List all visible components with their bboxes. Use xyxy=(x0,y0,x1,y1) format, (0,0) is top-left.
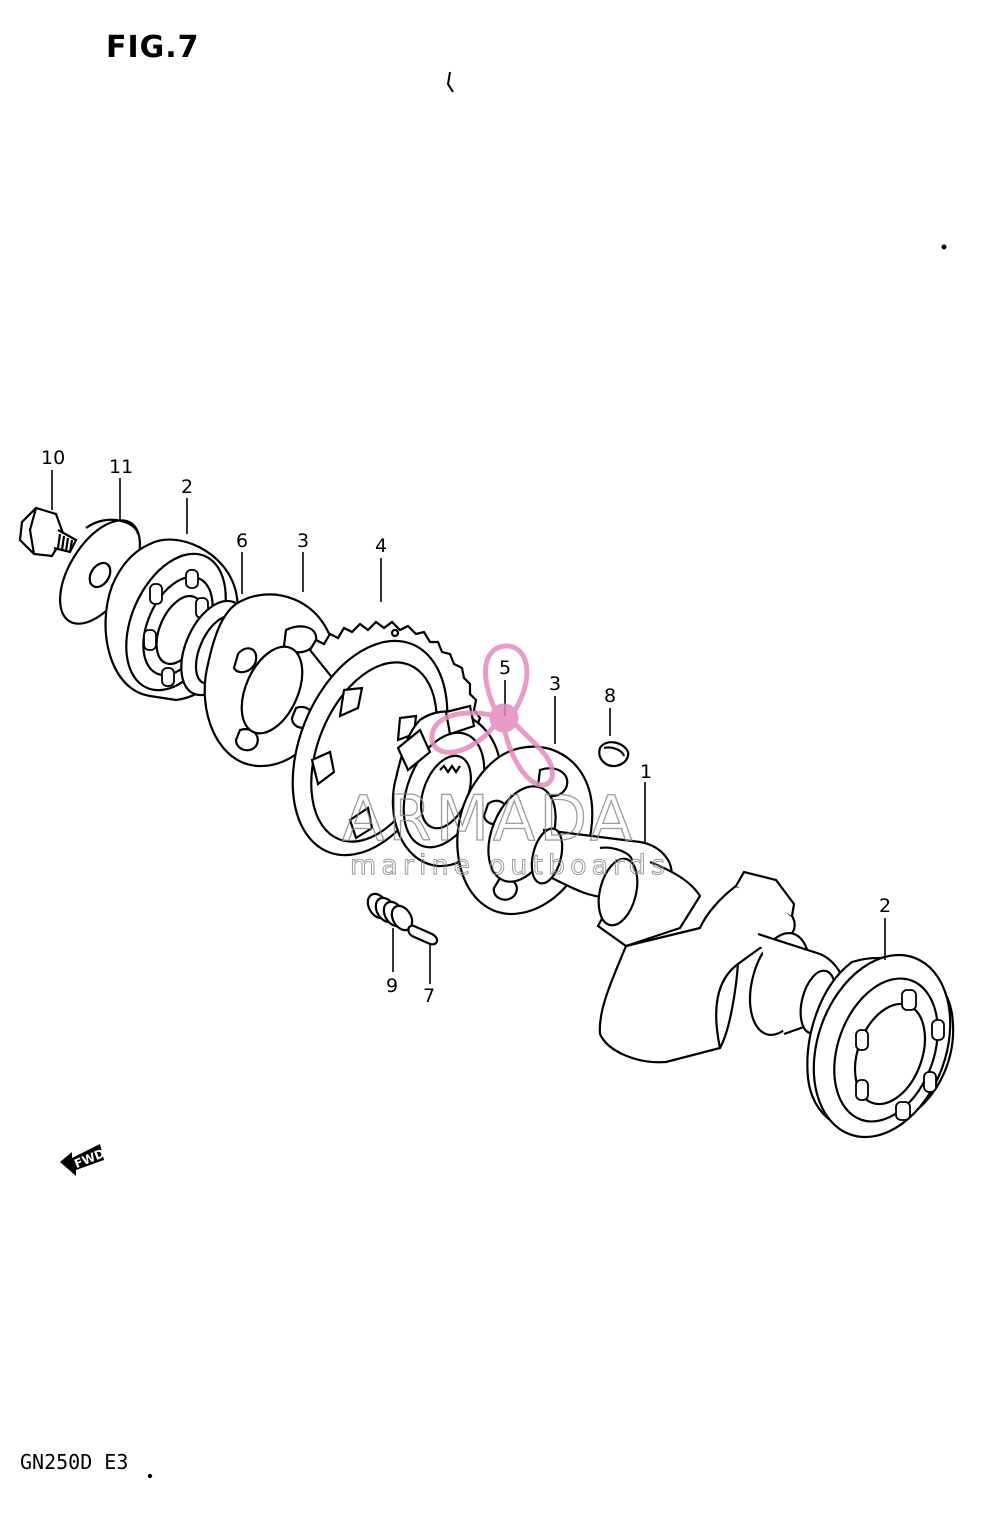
callout-7: 7 xyxy=(423,985,435,1007)
callout-9: 9 xyxy=(386,975,398,997)
callout-6: 6 xyxy=(236,530,248,552)
callout-8: 8 xyxy=(604,685,616,707)
pin-part-7 xyxy=(407,924,439,946)
watermark-propeller-icon xyxy=(429,643,555,788)
forward-arrow-icon: FWD xyxy=(60,1144,107,1176)
damper-plate-part-3-left xyxy=(203,593,337,768)
callout-10: 10 xyxy=(41,447,65,469)
callout-3-left: 3 xyxy=(297,530,309,552)
watermark-tagline: marine outboards xyxy=(350,850,670,881)
callout-3-right: 3 xyxy=(549,673,561,695)
watermark: ARMADA marine outboards xyxy=(341,643,670,882)
watermark-brand: ARMADA xyxy=(342,782,636,855)
bolt-part-10 xyxy=(18,506,78,558)
callout-1: 1 xyxy=(640,761,652,783)
callout-numbers: 10 11 2 6 3 4 5 3 8 1 2 9 7 xyxy=(41,447,891,1007)
stray-marks xyxy=(147,71,947,1479)
callout-2-left: 2 xyxy=(181,476,193,498)
bearing-part-2-right xyxy=(806,953,955,1139)
key-part-8 xyxy=(598,741,630,768)
callout-2-right: 2 xyxy=(879,895,891,917)
balancer-shaft-part-1 xyxy=(530,827,849,1064)
callout-5: 5 xyxy=(499,657,511,679)
figure-title: FIG.7 xyxy=(106,30,200,65)
damper-plate-part-3-right xyxy=(456,745,594,916)
leader-lines xyxy=(51,470,886,984)
callout-4: 4 xyxy=(375,535,387,557)
model-code: GN250D E3 xyxy=(20,1450,129,1474)
callout-11: 11 xyxy=(109,456,133,478)
